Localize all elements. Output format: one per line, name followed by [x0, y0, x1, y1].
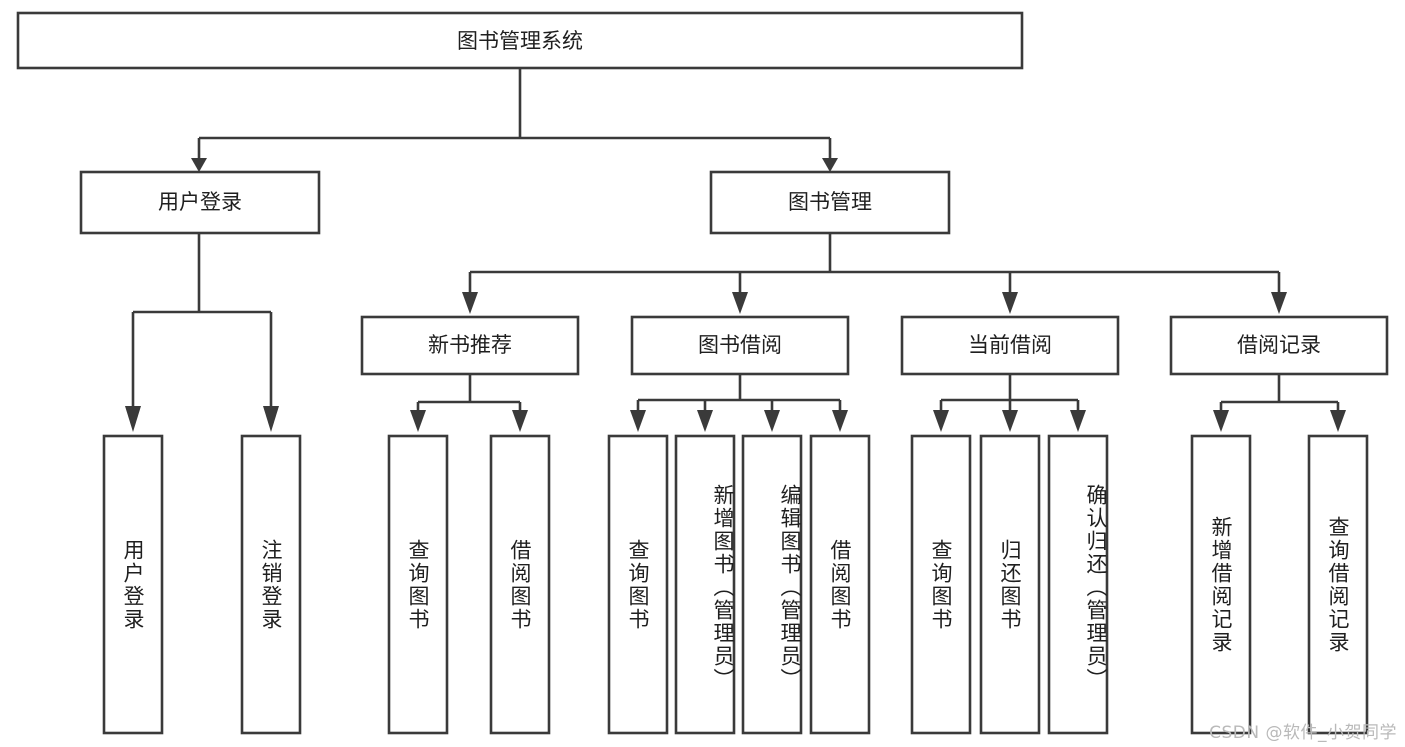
leaf-box-current-borrow-1[interactable] — [979, 434, 1041, 735]
arrowhead-bookborrow-leaf2 — [764, 410, 780, 432]
arrowhead-borrowrecord-leaf0 — [1213, 410, 1229, 432]
node-book-manage-box[interactable] — [709, 170, 951, 235]
arrowhead-newbook-leaf0 — [410, 410, 426, 432]
arrowhead-new-book — [462, 292, 478, 314]
arrowhead-bookborrow-leaf1 — [697, 410, 713, 432]
arrowhead-newbook-leaf1 — [512, 410, 528, 432]
node-root-label: 图书管理系统 — [457, 29, 583, 53]
node-book-borrow-label: 图书借阅 — [698, 333, 782, 357]
arrowhead-borrow-record — [1271, 292, 1287, 314]
leaf-box-book-borrow-0[interactable] — [607, 434, 669, 735]
leaf-box-new-book-1[interactable] — [489, 434, 551, 735]
arrowhead-book-manage — [822, 158, 838, 172]
watermark-text: CSDN @软件_小贺同学 — [1209, 723, 1397, 743]
node-borrow-record-box[interactable] — [1169, 315, 1389, 376]
arrowhead-userlogin-leaf0 — [125, 406, 141, 432]
arrowhead-user-login — [191, 158, 207, 172]
leaf-box-book-borrow-1[interactable] — [674, 434, 736, 735]
leaf-box-user-login-0[interactable] — [102, 434, 164, 735]
connector-layer — [125, 68, 1346, 432]
arrowhead-current-borrow — [1002, 292, 1018, 314]
leaf-box-borrow-record-0[interactable] — [1190, 434, 1252, 735]
leaf-box-user-login-1[interactable] — [240, 434, 302, 735]
node-new-book-recommend-box[interactable] — [360, 315, 580, 376]
node-new-book-recommend-label: 新书推荐 — [428, 333, 512, 357]
arrowhead-borrowrecord-leaf1 — [1330, 410, 1346, 432]
node-user-login-box[interactable] — [79, 170, 321, 235]
arrowhead-bookborrow-leaf0 — [630, 410, 646, 432]
node-current-borrow-label: 当前借阅 — [968, 333, 1052, 357]
node-book-manage-label: 图书管理 — [788, 190, 872, 214]
arrowhead-userlogin-leaf1 — [263, 406, 279, 432]
node-user-login-label: 用户登录 — [158, 190, 242, 214]
leaf-box-borrow-record-1[interactable] — [1307, 434, 1369, 735]
leaf-box-book-borrow-3[interactable] — [809, 434, 871, 735]
leaf-box-current-borrow-0[interactable] — [910, 434, 972, 735]
arrowhead-currentborrow-leaf1 — [1002, 410, 1018, 432]
arrowhead-bookborrow-leaf3 — [832, 410, 848, 432]
leaf-box-new-book-0[interactable] — [387, 434, 449, 735]
node-current-borrow-box[interactable] — [900, 315, 1120, 376]
arrowhead-currentborrow-leaf2 — [1070, 410, 1086, 432]
node-layer: 图书管理系统 用户登录 图书管理 新书推荐 图书借阅 当前借阅 借阅记录 — [16, 11, 1389, 735]
node-root-box[interactable] — [16, 11, 1024, 70]
node-book-borrow-box[interactable] — [630, 315, 850, 376]
arrowhead-book-borrow — [732, 292, 748, 314]
leaf-box-book-borrow-2[interactable] — [741, 434, 803, 735]
node-borrow-record-label: 借阅记录 — [1237, 333, 1321, 357]
arrowhead-currentborrow-leaf0 — [933, 410, 949, 432]
leaf-box-current-borrow-2[interactable] — [1047, 434, 1109, 735]
